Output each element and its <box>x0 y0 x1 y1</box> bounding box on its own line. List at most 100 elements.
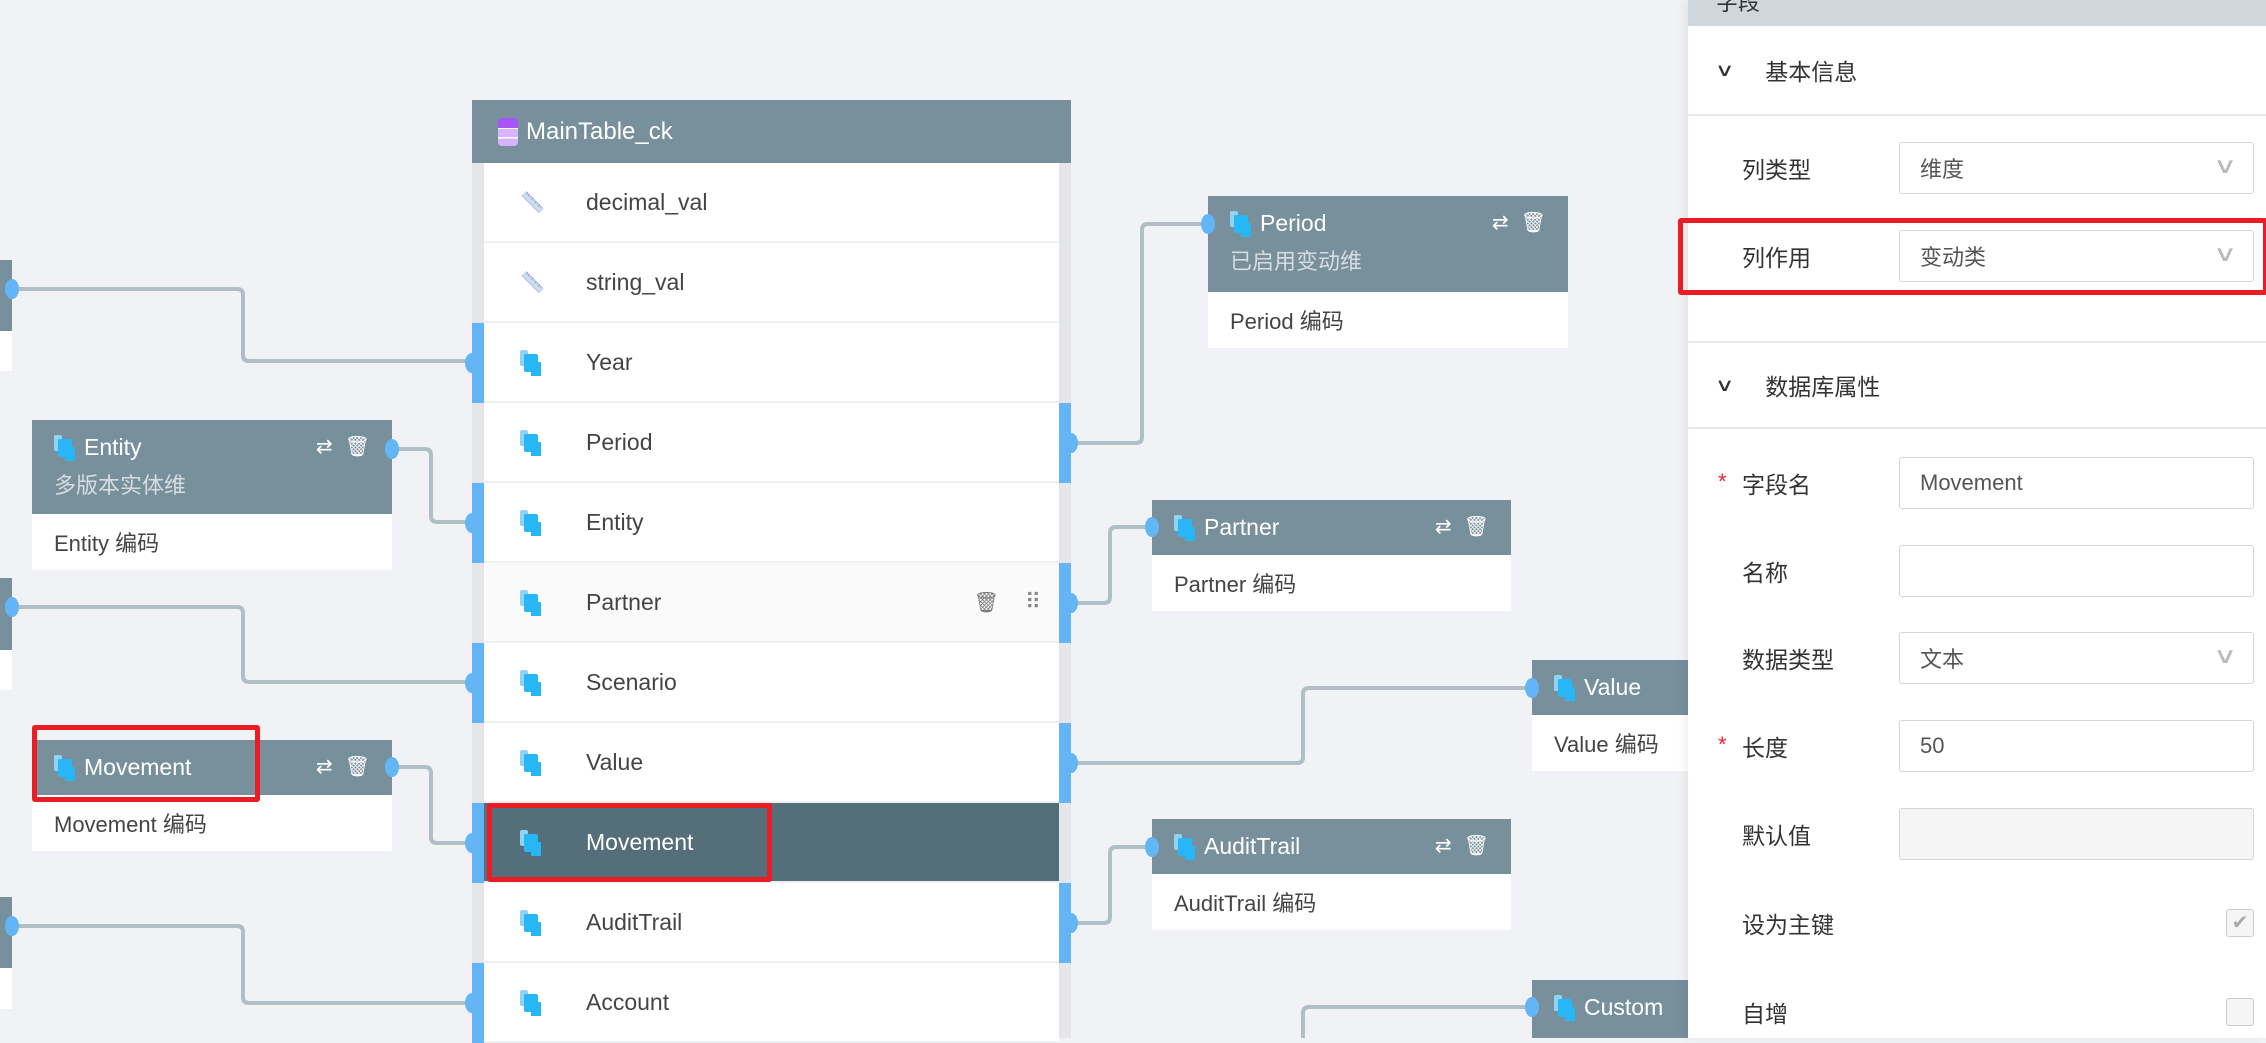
dimension-icon <box>520 990 542 1014</box>
node-title: Movement <box>84 753 192 780</box>
table-row[interactable]: Account <box>484 963 1059 1043</box>
field-label: 设为主键 <box>1742 912 1834 938</box>
node-body: Partner 编码 <box>1174 572 1297 597</box>
swap-icon[interactable]: ⇄ <box>315 436 333 458</box>
connector-handle[interactable] <box>1064 753 1078 773</box>
trash-icon[interactable]: 🗑 <box>973 591 999 614</box>
column-type-select[interactable]: 维度∨ <box>1899 142 2254 194</box>
connector-handle[interactable] <box>1525 678 1539 698</box>
connector <box>12 605 472 684</box>
field-label: 名称 <box>1742 560 1788 586</box>
dimension-icon <box>1554 995 1576 1019</box>
connector-handle[interactable] <box>1525 997 1539 1017</box>
dimension-icon <box>54 435 76 459</box>
section-db-attributes[interactable]: ∨数据库属性 <box>1688 341 2266 429</box>
data-type-select[interactable]: 文本∨ <box>1899 632 2254 684</box>
partial-node-body <box>0 650 12 690</box>
swap-icon[interactable]: ⇄ <box>315 756 333 778</box>
table-row[interactable]: Year <box>484 323 1059 403</box>
connector-handle[interactable] <box>1145 837 1159 857</box>
table-header[interactable]: MainTable_ck <box>472 100 1071 163</box>
swap-icon[interactable]: ⇄ <box>1434 516 1452 538</box>
dimension-node-entity[interactable]: Entity 多版本实体维 ⇄🗑 Entity 编码 <box>32 420 392 570</box>
dimension-icon <box>520 830 542 854</box>
length-input[interactable]: 50 <box>1899 720 2254 772</box>
table-row[interactable]: Value <box>484 723 1059 803</box>
row-label: Account <box>586 988 670 1015</box>
connector-handle[interactable] <box>385 757 399 777</box>
node-title: Value <box>1584 673 1642 700</box>
dimension-icon <box>520 510 542 534</box>
table-row[interactable]: 📏string_val <box>484 243 1059 323</box>
column-type-row: 列类型 维度∨ <box>1688 140 2266 196</box>
dimension-node-audittrail[interactable]: AuditTrail ⇄🗑 AuditTrail 编码 <box>1152 819 1511 930</box>
field-label: 长度 <box>1742 735 1788 761</box>
trash-icon[interactable]: 🗑 <box>1463 516 1489 538</box>
field-name-row: * 字段名 Movement <box>1688 455 2266 511</box>
partial-node-body <box>0 331 12 371</box>
connector <box>1071 222 1208 445</box>
section-basic-info[interactable]: ∨基本信息 <box>1688 26 2266 116</box>
data-type-row: 数据类型 文本∨ <box>1688 630 2266 686</box>
dimension-node-partner[interactable]: Partner ⇄🗑 Partner 编码 <box>1152 500 1511 611</box>
required-mark: * <box>1718 732 1727 757</box>
connector-handle[interactable] <box>385 439 399 459</box>
auto-increment-checkbox[interactable] <box>2226 998 2254 1026</box>
swap-icon[interactable]: ⇄ <box>1434 835 1452 857</box>
table-row[interactable]: Entity <box>484 483 1059 563</box>
chevron-down-icon: ∨ <box>2212 643 2238 668</box>
primary-key-row: 设为主键 ✔ <box>1688 895 2266 951</box>
node-body: Value 编码 <box>1554 732 1659 757</box>
table-row[interactable]: Partner🗑⠿ <box>484 563 1059 643</box>
dimension-icon <box>520 750 542 774</box>
connector-handle[interactable] <box>1064 913 1078 933</box>
primary-key-checkbox[interactable]: ✔ <box>2226 909 2254 937</box>
connector-handle[interactable] <box>1064 433 1078 453</box>
table-row[interactable]: Scenario <box>484 643 1059 723</box>
connector-handle[interactable] <box>1145 517 1159 537</box>
column-role-select[interactable]: 变动类∨ <box>1899 230 2254 282</box>
default-row: 默认值 <box>1688 806 2266 862</box>
connector <box>392 447 472 524</box>
trash-icon[interactable]: 🗑 <box>344 756 370 778</box>
trash-icon[interactable]: 🗑 <box>1463 835 1489 857</box>
connector-handle[interactable] <box>1201 214 1215 234</box>
connector-handle[interactable] <box>5 597 19 617</box>
name-input[interactable] <box>1899 545 2254 597</box>
connector-handle[interactable] <box>465 353 479 373</box>
trash-icon[interactable]: 🗑 <box>1520 212 1546 234</box>
field-label: 字段名 <box>1742 472 1811 498</box>
connector-handle[interactable] <box>465 833 479 853</box>
field-label: 列作用 <box>1742 245 1811 271</box>
row-label: Entity <box>586 508 644 535</box>
connector-handle[interactable] <box>465 513 479 533</box>
table-row[interactable]: 📏decimal_val <box>484 163 1059 243</box>
dimension-node-period[interactable]: Period 已启用变动维 ⇄🗑 Period 编码 <box>1208 196 1568 348</box>
field-label: 自增 <box>1742 1001 1788 1027</box>
node-subtitle: 已启用变动维 <box>1230 249 1363 274</box>
chevron-down-icon[interactable]: ∨ <box>1714 59 1735 80</box>
chevron-down-icon[interactable]: ∨ <box>1714 374 1735 395</box>
auto-increment-row: 自增 <box>1688 984 2266 1040</box>
connector-handle[interactable] <box>5 279 19 299</box>
trash-icon[interactable]: 🗑 <box>344 436 370 458</box>
connector-handle[interactable] <box>465 673 479 693</box>
connector-handle[interactable] <box>5 916 19 936</box>
table-row[interactable]: AuditTrail <box>484 883 1059 963</box>
dimension-node-movement[interactable]: Movement ⇄🗑 Movement 编码 <box>32 740 392 851</box>
row-label: Scenario <box>586 668 677 695</box>
partial-node-header[interactable] <box>0 578 12 650</box>
field-name-input[interactable]: Movement <box>1899 457 2254 509</box>
connector <box>1071 845 1152 925</box>
highlight-box <box>32 725 260 802</box>
required-mark: * <box>1718 469 1727 494</box>
connector-handle[interactable] <box>1064 593 1078 613</box>
length-row: * 长度 50 <box>1688 718 2266 774</box>
table-row[interactable]: Period <box>484 403 1059 483</box>
node-title: Custom <box>1584 993 1664 1020</box>
connector-handle[interactable] <box>465 993 479 1013</box>
drag-handle-icon[interactable]: ⠿ <box>1024 589 1041 614</box>
node-subtitle: 多版本实体维 <box>54 473 187 498</box>
swap-icon[interactable]: ⇄ <box>1491 212 1509 234</box>
